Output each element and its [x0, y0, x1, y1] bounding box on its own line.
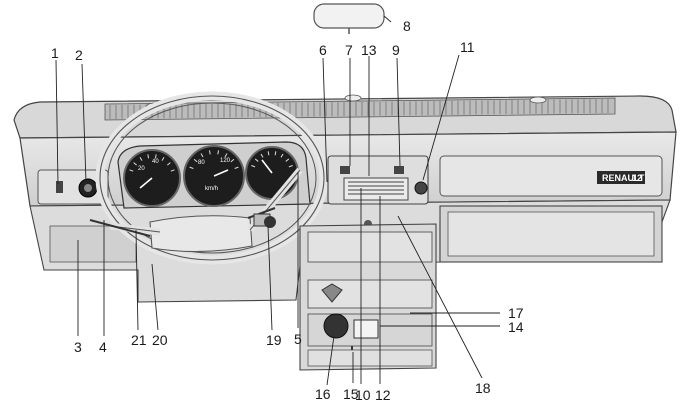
tick-120: 120: [220, 158, 231, 164]
callout-13: 13: [361, 42, 377, 58]
left-panel: [37, 169, 109, 205]
callout-16: 16: [315, 386, 331, 402]
badge-brand: RENAULT: [602, 173, 645, 183]
instrument-cluster: 20 40 80 120 km/h: [117, 141, 311, 209]
callout-15: 15: [343, 386, 359, 402]
callout-19: 19: [266, 332, 282, 348]
callout-9: 9: [392, 42, 400, 58]
right-trim-panel: [439, 155, 663, 197]
callout-12: 12: [375, 387, 391, 403]
callout-3: 3: [74, 339, 82, 355]
callout-10: 10: [355, 387, 371, 403]
tick-20: 20: [138, 166, 145, 172]
renault-badge: RENAULT 12: [597, 171, 645, 184]
callout-2: 2: [75, 47, 83, 63]
callout-11: 11: [460, 39, 475, 55]
callout-18: 18: [475, 380, 491, 396]
callout-8: 8: [403, 18, 411, 34]
callout-1: 1: [51, 45, 59, 61]
callout-7: 7: [345, 42, 353, 58]
callout-6: 6: [319, 42, 327, 58]
callout-17: 17: [508, 305, 524, 321]
callout-5: 5: [294, 331, 302, 347]
tick-40: 40: [152, 159, 159, 165]
steering-wheel: [95, 91, 329, 265]
callout-4: 4: [99, 339, 107, 355]
lighting-switch-icon: [56, 181, 63, 193]
callout-14: 14: [508, 319, 524, 335]
badge-model: 12: [632, 173, 642, 183]
gear-knob-icon: [323, 313, 349, 339]
speed-unit: km/h: [205, 186, 218, 192]
center-console: [299, 155, 437, 371]
renault-logo-icon: [321, 283, 343, 303]
callout-21: 21: [131, 332, 147, 348]
rear-view-mirror: [313, 3, 385, 34]
leader-lines: [55, 15, 500, 386]
callout-20: 20: [152, 332, 168, 348]
steering-column-stalks: [89, 207, 276, 237]
tick-80: 80: [198, 160, 205, 166]
